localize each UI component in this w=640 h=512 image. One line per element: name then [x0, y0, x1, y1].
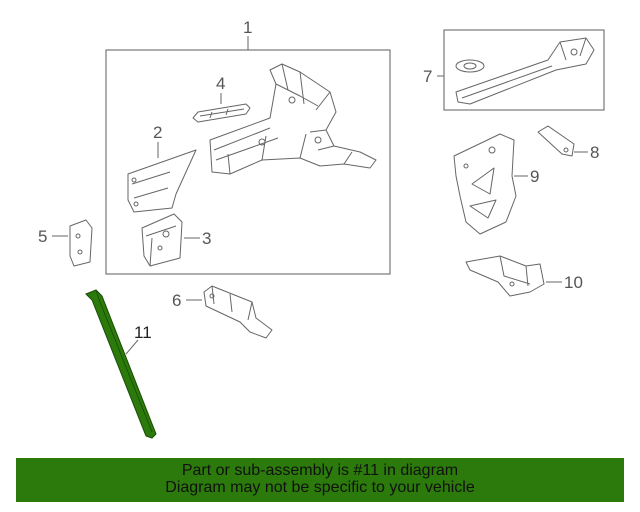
callout-2[interactable]: 2 [153, 123, 162, 142]
banner-line-1: Part or sub-assembly is #11 in diagram [181, 462, 459, 479]
part-9-reinforcement[interactable] [453, 133, 517, 235]
callout-11[interactable]: 11 [134, 323, 152, 342]
callout-1[interactable]: 1 [243, 18, 252, 37]
part-6-rail[interactable] [203, 285, 273, 339]
part-1-apron-assembly[interactable] [209, 63, 377, 175]
info-banner: Part or sub-assembly is #11 in diagram D… [16, 458, 624, 502]
callout-8[interactable]: 8 [590, 143, 599, 162]
parts-diagram: 1 4 2 3 5 7 [38, 18, 605, 439]
part-5-plate[interactable] [69, 219, 93, 267]
banner-line-2: Diagram may not be specific to your vehi… [165, 479, 475, 496]
part-10-bracket[interactable] [465, 255, 545, 297]
assembly-box-7 [443, 29, 605, 111]
callout-7[interactable]: 7 [423, 67, 432, 86]
leader-11 [125, 339, 139, 355]
part-8-clip[interactable] [537, 125, 575, 157]
callout-6[interactable]: 6 [172, 291, 181, 310]
part-2-panel[interactable] [127, 149, 197, 213]
part-4-bracket[interactable] [192, 103, 251, 123]
callout-5[interactable]: 5 [38, 227, 47, 246]
part-7-rail[interactable] [455, 37, 595, 105]
part-3-bracket[interactable] [141, 213, 183, 267]
callout-9[interactable]: 9 [530, 167, 539, 186]
callout-4[interactable]: 4 [216, 74, 225, 93]
callout-10[interactable]: 10 [564, 273, 583, 292]
part-11-strip[interactable] [85, 289, 157, 439]
callout-3[interactable]: 3 [202, 229, 211, 248]
